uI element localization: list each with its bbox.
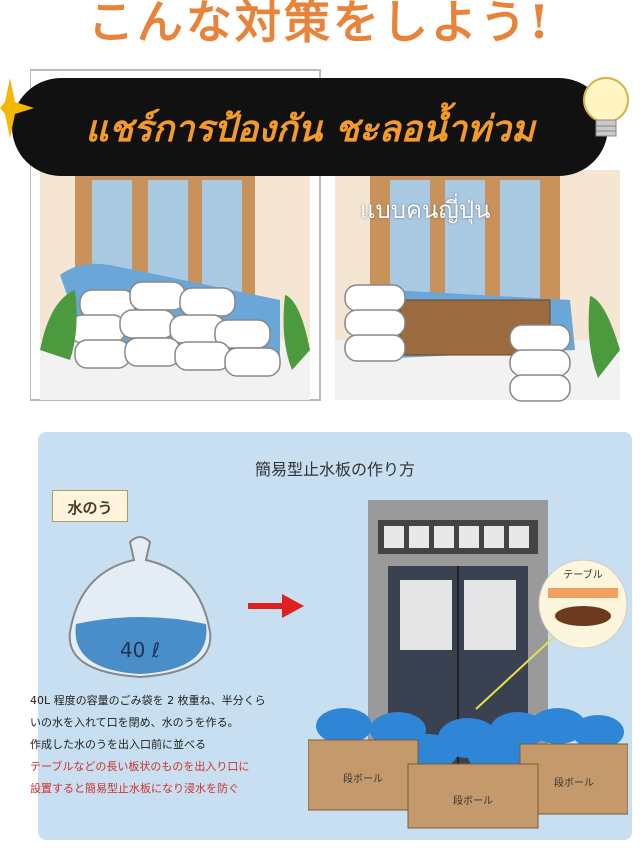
panel-title: 簡易型止水板の作り方 <box>254 460 415 479</box>
box-label-left: 段ボール <box>343 772 383 785</box>
desc-line: いの水を入れて口を閉め、水のうを作る。 <box>30 716 239 729</box>
box-label-right: 段ボール <box>554 776 594 789</box>
bag-volume: 40 ℓ <box>120 638 160 662</box>
desc-line: 40L 程度の容量のごみ袋を 2 枚重ね、半分くら <box>30 694 266 707</box>
desc-red-line: 設置すると簡易型止水板になり浸水を防ぐ <box>30 782 239 795</box>
arrow-right-icon <box>248 594 304 618</box>
water-bag-illustration: 40 ℓ <box>68 536 212 679</box>
bag-label-box: 水のう <box>52 490 128 522</box>
subtitle: แบบคนญี่ปุ่น <box>360 196 491 224</box>
banner-title: แชร์การป้องกัน ชะลอน้ำท่วม <box>85 109 535 150</box>
sparkle-icon <box>0 78 34 138</box>
sandbag-illustration <box>30 69 620 402</box>
desc-red-line: テーブルなどの長い板状のものを出入り口に <box>30 760 250 773</box>
instruction-panel: 簡易型止水板の作り方 水のう 40 ℓ テーブル <box>30 432 632 840</box>
bag-label: 水のう <box>67 499 113 517</box>
desc-line: 作成した水のうを出入口前に並べる <box>30 738 206 751</box>
lightbulb-icon <box>583 77 629 137</box>
headline: こんな対策をしよう! <box>87 0 553 49</box>
banner: แชร์การป้องกัน ชะลอน้ำท่วม <box>12 78 608 176</box>
door-barrier-illustration: テーブル 段ボール 段ボール 段ボール <box>308 500 628 829</box>
table-label: テーブル <box>563 568 602 581</box>
description: 40L 程度の容量のごみ袋を 2 枚重ね、半分くら いの水を入れて口を閉め、水の… <box>30 690 330 800</box>
box-label-center: 段ボール <box>453 794 493 807</box>
